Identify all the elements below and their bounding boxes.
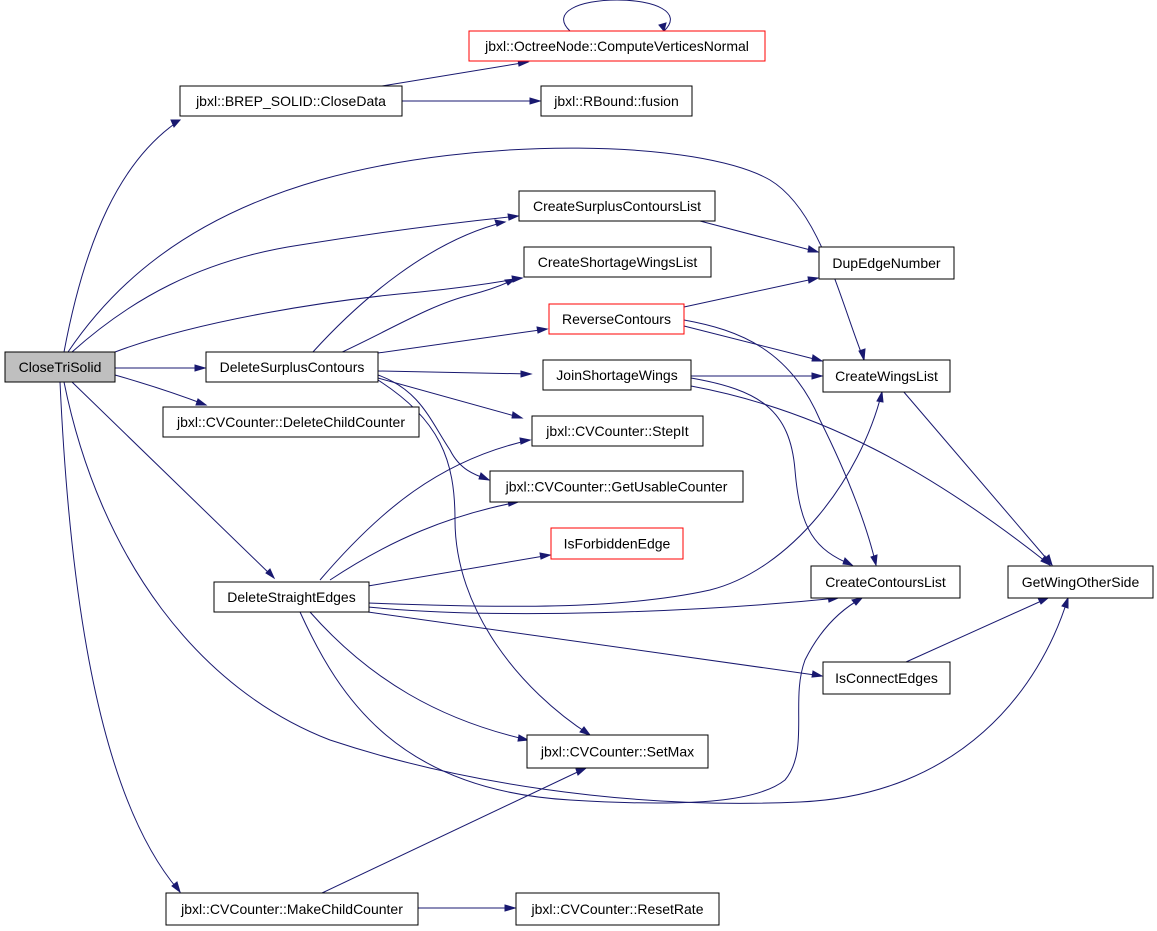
edge-deletesurpluscontours-getusablecounter — [377, 374, 491, 481]
edge-joinshortagewings-getwingotherside — [690, 385, 1052, 567]
node-deletesurpluscontours[interactable]: DeleteSurplusContours — [205, 351, 379, 383]
edge-closedata-fusion — [402, 97, 542, 105]
node-reversecontours[interactable]: ReverseContours — [548, 303, 685, 335]
node-getwingotherside[interactable]: GetWingOtherSide — [1007, 565, 1154, 599]
node-deletechildcounter[interactable]: jbxl::CVCounter::DeleteChildCounter — [162, 406, 420, 438]
edge-deletesurpluscontours-createsurpluscontourslist — [311, 219, 507, 354]
edge-closetrisolid-makechildcounter — [59, 381, 181, 894]
edge-deletesurpluscontours-setmax — [377, 379, 592, 736]
node-createcontourslist[interactable]: CreateContoursList — [810, 565, 961, 599]
node-closedata[interactable]: jbxl::BREP_SOLID::CloseData — [179, 85, 403, 117]
node-label: GetWingOtherSide — [1022, 574, 1140, 590]
node-makechildcounter[interactable]: jbxl::CVCounter::MakeChildCounter — [165, 892, 419, 926]
edge-closetrisolid-deletestraightedges — [71, 381, 276, 580]
edge-deletestraightedges-isforbiddenedge — [367, 552, 552, 587]
node-label: DupEdgeNumber — [832, 255, 941, 271]
node-resetrate[interactable]: jbxl::CVCounter::ResetRate — [515, 892, 720, 926]
node-label: CreateSurplusContoursList — [533, 198, 701, 214]
edge-createwingslist-getwingotherside — [902, 390, 1053, 567]
node-isforbiddenedge[interactable]: IsForbiddenEdge — [550, 527, 684, 560]
edge-deletesurpluscontours-joinshortagewings — [377, 370, 533, 378]
node-getusablecounter[interactable]: jbxl::CVCounter::GetUsableCounter — [489, 470, 744, 503]
edge-reversecontours-createwingslist — [683, 325, 824, 362]
edge-joinshortagewings-createwingslist — [691, 372, 824, 380]
node-label: jbxl::RBound::fusion — [553, 93, 679, 109]
node-label: jbxl::CVCounter::MakeChildCounter — [180, 901, 403, 917]
edge-reversecontours-createcontourslist — [683, 319, 878, 567]
node-label: CreateWingsList — [835, 368, 938, 384]
node-stepit[interactable]: jbxl::CVCounter::StepIt — [531, 415, 704, 447]
edge-deletestraightedges-createwingslist — [367, 390, 884, 607]
node-setmax[interactable]: jbxl::CVCounter::SetMax — [526, 734, 709, 769]
edge-closetrisolid-deletechildcounter — [114, 374, 208, 406]
edge-closetrisolid-getwingotherside — [63, 381, 1069, 804]
node-createsurpluscontourslist[interactable]: CreateSurplusContoursList — [518, 190, 716, 222]
node-label: DeleteStraightEdges — [227, 589, 355, 605]
edge-deletestraightedges-createcontourslist-lower — [299, 597, 864, 804]
node-createshortagewingslist[interactable]: CreateShortageWingsList — [523, 246, 712, 278]
edge-makechildcounter-resetrate — [418, 904, 517, 912]
node-label: jbxl::CVCounter::DeleteChildCounter — [176, 414, 405, 430]
node-label: jbxl::BREP_SOLID::CloseData — [195, 93, 386, 109]
node-dupedgenumber[interactable]: DupEdgeNumber — [818, 246, 955, 280]
edge-createsurpluscontourslist-dupedgenumber — [699, 220, 820, 253]
node-label: CloseTriSolid — [19, 359, 102, 375]
edge-makechildcounter-setmax — [321, 767, 588, 894]
edge-closetrisolid-deletesurpluscontours — [115, 364, 207, 372]
node-label: JoinShortageWings — [556, 367, 677, 383]
edge-deletesurpluscontours-createshortagewingslist — [339, 278, 517, 354]
node-label: jbxl::CVCounter::SetMax — [540, 744, 694, 760]
edge-closetrisolid-createwingslist — [67, 147, 866, 362]
node-label: jbxl::CVCounter::GetUsableCounter — [505, 479, 728, 495]
edge-closetrisolid-createshortagewingslist — [114, 275, 524, 353]
edge-reversecontours-dupedgenumber — [683, 276, 820, 308]
node-label: CreateShortageWingsList — [538, 254, 698, 270]
node-label: IsForbiddenEdge — [564, 536, 671, 552]
edge-computeverticesnormal-self — [563, 0, 671, 33]
edge-deletestraightedges-getusablecounter — [329, 499, 520, 581]
node-label: CreateContoursList — [825, 574, 946, 590]
edge-joinshortagewings-createcontourslist — [690, 377, 854, 566]
node-deletestraightedges[interactable]: DeleteStraightEdges — [213, 581, 370, 613]
node-joinshortagewings[interactable]: JoinShortageWings — [542, 359, 692, 391]
node-closetrisolid[interactable]: CloseTriSolid — [4, 351, 116, 383]
edge-deletestraightedges-isconnectedges — [367, 611, 824, 678]
edge-closedata-computeverticesnormal — [381, 59, 530, 87]
node-createwingslist[interactable]: CreateWingsList — [822, 359, 951, 393]
node-fusion[interactable]: jbxl::RBound::fusion — [540, 85, 693, 117]
edge-isconnectedges-getwingotherside — [905, 597, 1050, 663]
node-label: jbxl::OctreeNode::ComputeVerticesNormal — [484, 38, 749, 54]
edge-closetrisolid-closedata — [63, 119, 182, 353]
node-label: jbxl::CVCounter::ResetRate — [531, 901, 704, 917]
edge-closetrisolid-createsurpluscontourslist — [71, 213, 520, 353]
edge-deletestraightedges-stepit — [319, 437, 532, 581]
edge-deletestraightedges-setmax — [309, 611, 530, 742]
node-isconnectedges[interactable]: IsConnectEdges — [822, 661, 951, 695]
edge-deletesurpluscontours-reversecontours — [377, 326, 549, 354]
node-label: DeleteSurplusContours — [220, 359, 365, 375]
node-label: IsConnectEdges — [835, 670, 938, 686]
edge-deletesurpluscontours-stepit — [377, 377, 524, 419]
node-computeverticesnormal[interactable]: jbxl::OctreeNode::ComputeVerticesNormal — [468, 30, 766, 62]
node-label: jbxl::CVCounter::StepIt — [545, 423, 689, 439]
node-label: ReverseContours — [562, 311, 671, 327]
